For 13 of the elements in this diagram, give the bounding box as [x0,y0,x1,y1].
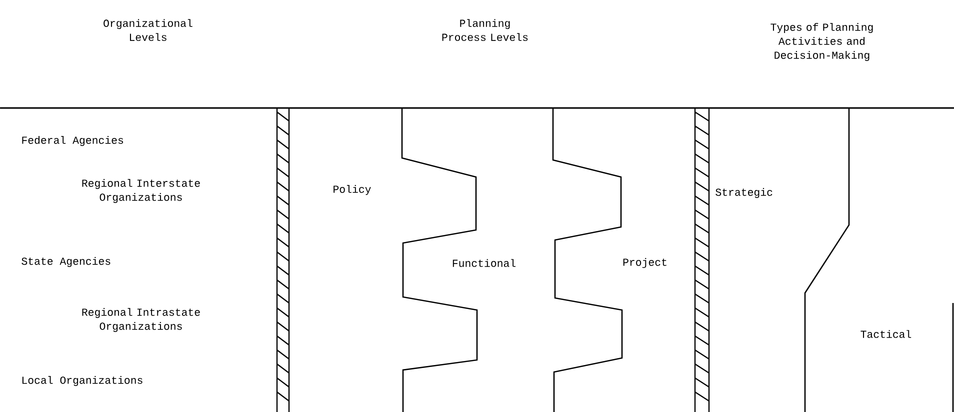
region-label: Tactical [860,330,912,338]
column-header: Types of Planning Activities and Decision-Making [770,23,873,61]
row-label: Regional Intrastate Organizations [82,308,200,332]
column-header: Organizational Levels [104,19,192,41]
region-label: Project [623,258,666,268]
region-label: Policy [334,185,371,195]
row-label: Local Organizations [22,376,142,386]
region-label: Strategic [716,188,772,198]
row-label: Federal Agencies [22,136,124,146]
row-label: Regional Interstate Organizations [82,179,200,203]
region-label: Functional [452,259,516,267]
row-label: State Agencies [22,257,110,267]
column-header: Planning Process Levels [442,19,528,41]
